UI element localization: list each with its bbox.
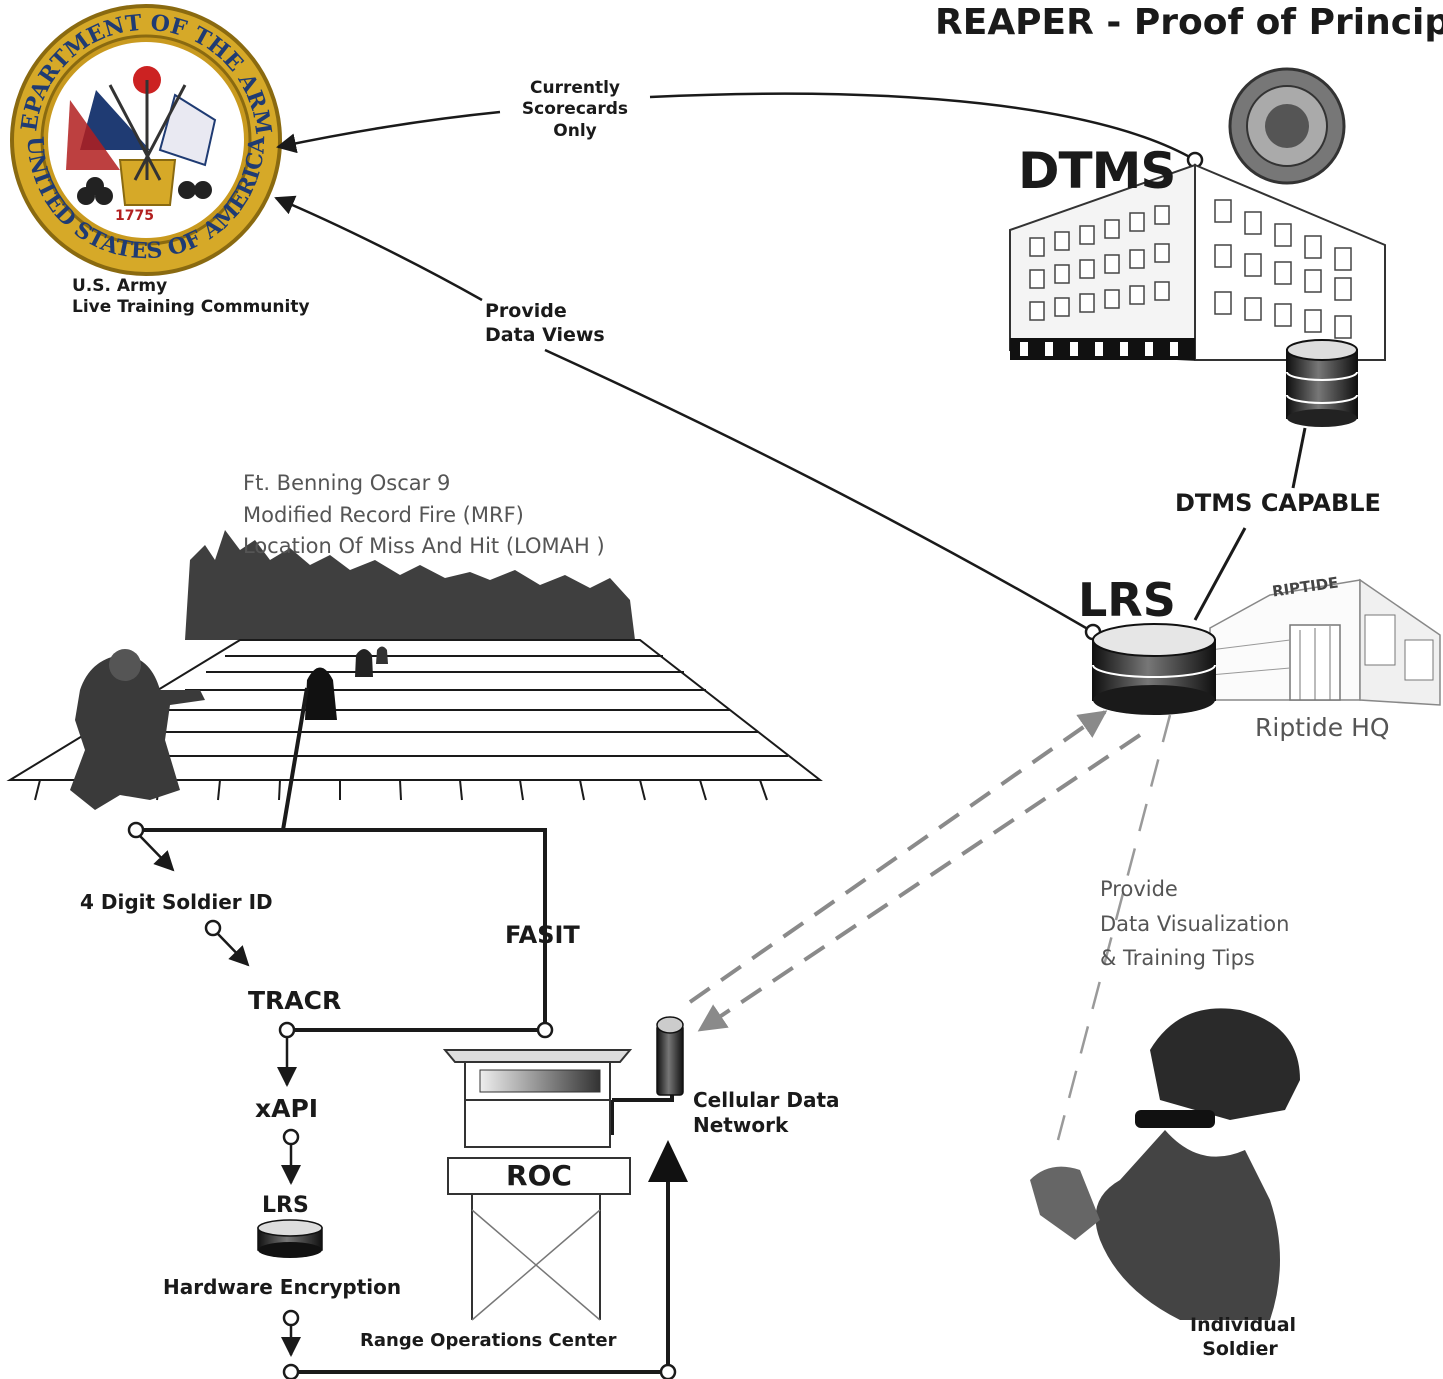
roc-tower-icon (442, 1049, 633, 1321)
xapi-label: xAPI (255, 1094, 319, 1123)
scorecards-line3: Only (553, 120, 597, 141)
cellular-line2: Network (693, 1113, 789, 1137)
tracr-node (204, 919, 222, 937)
lrs-small-label: LRS (262, 1193, 309, 1218)
bottom-left-node (282, 1363, 300, 1379)
cellular-network-label: Cellular Data Network (693, 1088, 840, 1138)
range-line3: Location Of Miss And Hit (LOMAH ) (243, 534, 605, 558)
scorecards-edge-right (649, 92, 1196, 162)
dashed-soldier-line (1056, 714, 1172, 1141)
individual-soldier-icon (1030, 1008, 1300, 1320)
xapi-out-node (282, 1128, 300, 1146)
dataviews-line2: Data Views (485, 323, 605, 346)
lrs-database-icon (1092, 623, 1216, 715)
riptide-building-icon (1209, 578, 1441, 706)
capable-to-lrs-line (1193, 527, 1247, 621)
cellular-line1: Cellular Data (693, 1088, 840, 1112)
lrs-small-database-icon (257, 1219, 323, 1258)
dtms-building-icon (1009, 163, 1386, 362)
cell-antenna-icon (656, 1016, 684, 1096)
individual-line2: Soldier (1202, 1337, 1278, 1360)
dataviews-edge-label: Provide Data Views (485, 300, 605, 348)
firing-range-icon (6, 530, 823, 801)
provide-viz-line3: & Training Tips (1100, 946, 1255, 971)
dataviews-line1: Provide (485, 300, 567, 322)
dtms-database-icon (1286, 339, 1358, 427)
soldier-id-node (127, 821, 145, 839)
soldier-id-label: 4 Digit Soldier ID (80, 890, 273, 914)
roc-label: ROC (506, 1159, 572, 1192)
dtms-label: DTMS (1018, 142, 1176, 200)
individual-line1: Individual (1190, 1314, 1297, 1336)
dataviews-edge-lower (544, 348, 1094, 634)
hardware-encryption-label: Hardware Encryption (163, 1275, 402, 1299)
encryption-out-node (282, 1309, 300, 1327)
provide-visualization-label: Provide Data Visualization & Training Ti… (1100, 872, 1289, 976)
provide-viz-line1: Provide (1100, 877, 1178, 901)
network-up-arrow (648, 1140, 688, 1182)
scorecards-line1: Currently (529, 78, 620, 98)
provide-viz-line2: Data Visualization (1100, 911, 1290, 936)
dtms-seal-icon (1228, 67, 1346, 185)
lrs-label: LRS (1078, 573, 1176, 627)
riptide-hq-label: Riptide HQ (1255, 713, 1390, 742)
flow-wires (136, 687, 674, 1374)
soldier-id-arrow (139, 835, 175, 872)
range-line1: Ft. Benning Oscar 9 (243, 471, 451, 495)
shooter-soldier-icon (70, 649, 205, 810)
dtms-capable-label: DTMS CAPABLE (1175, 489, 1381, 517)
seal-year: 1775 (115, 208, 154, 224)
army-seal-icon (10, 4, 282, 276)
army-caption: U.S. Army Live Training Community (72, 276, 310, 319)
fasit-node (536, 1021, 554, 1039)
scorecards-edge-label: Currently Scorecards Only (500, 78, 650, 142)
army-caption-line1: U.S. Army (72, 276, 168, 296)
tracr-label: TRACR (248, 986, 342, 1015)
roc-full-label: Range Operations Center (360, 1330, 617, 1351)
range-line2: Modified Record Fire (MRF) (243, 502, 524, 527)
individual-soldier-label: Individual Soldier (1190, 1314, 1297, 1362)
range-description: Ft. Benning Oscar 9 Modified Record Fire… (243, 468, 605, 563)
scorecards-edge-left (276, 110, 501, 154)
tracr-out-node (278, 1021, 296, 1039)
tracr-arrow (217, 933, 250, 967)
dtms-to-capable-line (1291, 427, 1307, 489)
bottom-right-node (659, 1363, 677, 1379)
army-caption-line2: Live Training Community (72, 297, 310, 318)
fasit-label: FASIT (505, 921, 580, 949)
dataviews-edge-upper (274, 195, 483, 302)
dashed-network-arrows (688, 710, 1142, 1032)
page-title: REAPER - Proof of Principle (935, 2, 1443, 43)
scorecards-line2: Scorecards (521, 99, 629, 120)
